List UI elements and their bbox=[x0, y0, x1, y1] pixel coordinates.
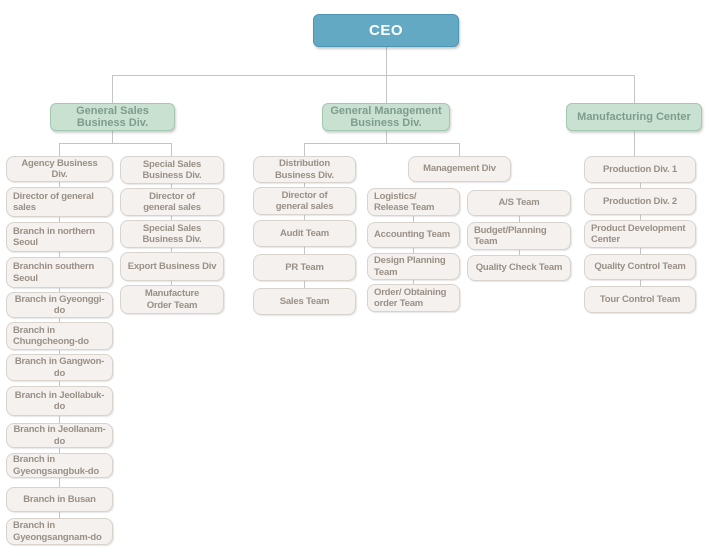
connector-line bbox=[386, 131, 387, 143]
connector-line bbox=[112, 131, 113, 143]
node-production-div-1: Production Div. 1 bbox=[584, 156, 696, 183]
connector-line bbox=[171, 248, 172, 252]
node-quality-control-team: Quality Control Team bbox=[584, 254, 696, 280]
connector-line bbox=[519, 216, 520, 222]
node-branch-jeollabuk-do: Branch in Jeollabuk-do bbox=[6, 386, 113, 416]
node-branch-gyeonggi-do: Branch in Gyeonggi-do bbox=[6, 292, 113, 318]
connector-line bbox=[59, 318, 60, 322]
connector-line bbox=[59, 217, 60, 222]
node-special-sales-business-div-2: Special Sales Business Div. bbox=[120, 220, 224, 248]
connector-line bbox=[386, 47, 387, 75]
connector-line bbox=[59, 448, 60, 453]
connector-line bbox=[634, 75, 635, 103]
node-management-div: Management Div bbox=[408, 156, 511, 182]
node-branch-northern-seoul: Branch in northern Seoul bbox=[6, 222, 113, 252]
node-general-management-business-div: General Management Business Div. bbox=[322, 103, 450, 131]
connector-line bbox=[59, 350, 60, 354]
connector-line bbox=[304, 281, 305, 288]
node-audit-team: Audit Team bbox=[253, 220, 356, 247]
node-budget-planning-team: Budget/Planning Team bbox=[467, 222, 571, 250]
node-sales-team: Sales Team bbox=[253, 288, 356, 315]
connector-line bbox=[59, 512, 60, 518]
connector-line bbox=[519, 250, 520, 255]
connector-line bbox=[171, 184, 172, 188]
connector-line bbox=[59, 182, 60, 187]
node-special-sales-business-div-1: Special Sales Business Div. bbox=[120, 156, 224, 184]
node-manufacture-order-team: Manufacture Order Team bbox=[120, 285, 224, 314]
connector-line bbox=[634, 131, 635, 156]
connector-line bbox=[640, 280, 641, 286]
node-branch-gangwon-do: Branch in Gangwon-do bbox=[6, 354, 113, 381]
connector-line bbox=[112, 75, 113, 103]
connector-line bbox=[59, 288, 60, 292]
node-export-business-div: Export Business Div bbox=[120, 252, 224, 281]
node-general-sales-business-div: General Sales Business Div. bbox=[50, 103, 175, 131]
connector-line bbox=[112, 75, 635, 76]
connector-line bbox=[413, 216, 414, 222]
connector-line bbox=[413, 248, 414, 253]
connector-line bbox=[459, 143, 460, 156]
node-accounting-team: Accounting Team bbox=[367, 222, 460, 248]
node-branch-gyeongsangnam-do: Branch in Gyeongsangnam-do bbox=[6, 518, 113, 545]
connector-line bbox=[59, 381, 60, 386]
connector-line bbox=[59, 143, 172, 144]
node-branch-southern-seoul: Branchin southern Seoul bbox=[6, 257, 113, 288]
connector-line bbox=[171, 143, 172, 156]
node-quality-check-team: Quality Check Team bbox=[467, 255, 571, 281]
connector-line bbox=[304, 247, 305, 254]
node-distribution-business-div: Distribution Business Div. bbox=[253, 156, 356, 183]
node-tour-control-team: Tour Control Team bbox=[584, 286, 696, 313]
node-product-development-center: Product Development Center bbox=[584, 220, 696, 248]
connector-line bbox=[59, 143, 60, 156]
node-manufacturing-center: Manufacturing Center bbox=[566, 103, 702, 131]
node-director-general-sales-3: Director of general sales bbox=[253, 187, 356, 215]
connector-line bbox=[304, 143, 460, 144]
node-order-obtaining-order-team: Order/ Obtaining order Team bbox=[367, 284, 460, 312]
connector-line bbox=[640, 215, 641, 220]
connector-line bbox=[171, 281, 172, 285]
connector-line bbox=[386, 75, 387, 103]
node-director-general-sales-1: Director of general sales bbox=[6, 187, 113, 217]
node-branch-gyeongsangbuk-do: Branch in Gyeongsangbuk-do bbox=[6, 453, 113, 478]
connector-line bbox=[59, 252, 60, 257]
connector-line bbox=[304, 215, 305, 220]
node-as-team: A/S Team bbox=[467, 190, 571, 216]
node-branch-jeollanam-do: Branch in Jeollanam-do bbox=[6, 423, 113, 448]
node-pr-team: PR Team bbox=[253, 254, 356, 281]
node-design-planning-team: Design Planning Team bbox=[367, 253, 460, 280]
node-logistics-release-team: Logistics/ Release Team bbox=[367, 188, 460, 216]
connector-line bbox=[640, 248, 641, 254]
connector-line bbox=[640, 183, 641, 188]
connector-line bbox=[171, 216, 172, 220]
node-production-div-2: Production Div. 2 bbox=[584, 188, 696, 215]
connector-line bbox=[304, 183, 305, 187]
node-agency-business-div: Agency Business Div. bbox=[6, 156, 113, 182]
connector-line bbox=[59, 478, 60, 487]
node-ceo: CEO bbox=[313, 14, 459, 47]
node-branch-chungcheong-do: Branch in Chungcheong-do bbox=[6, 322, 113, 350]
node-branch-busan: Branch in Busan bbox=[6, 487, 113, 512]
connector-line bbox=[59, 416, 60, 423]
node-director-general-sales-2: Director of general sales bbox=[120, 188, 224, 216]
connector-line bbox=[304, 143, 305, 156]
connector-line bbox=[413, 280, 414, 284]
